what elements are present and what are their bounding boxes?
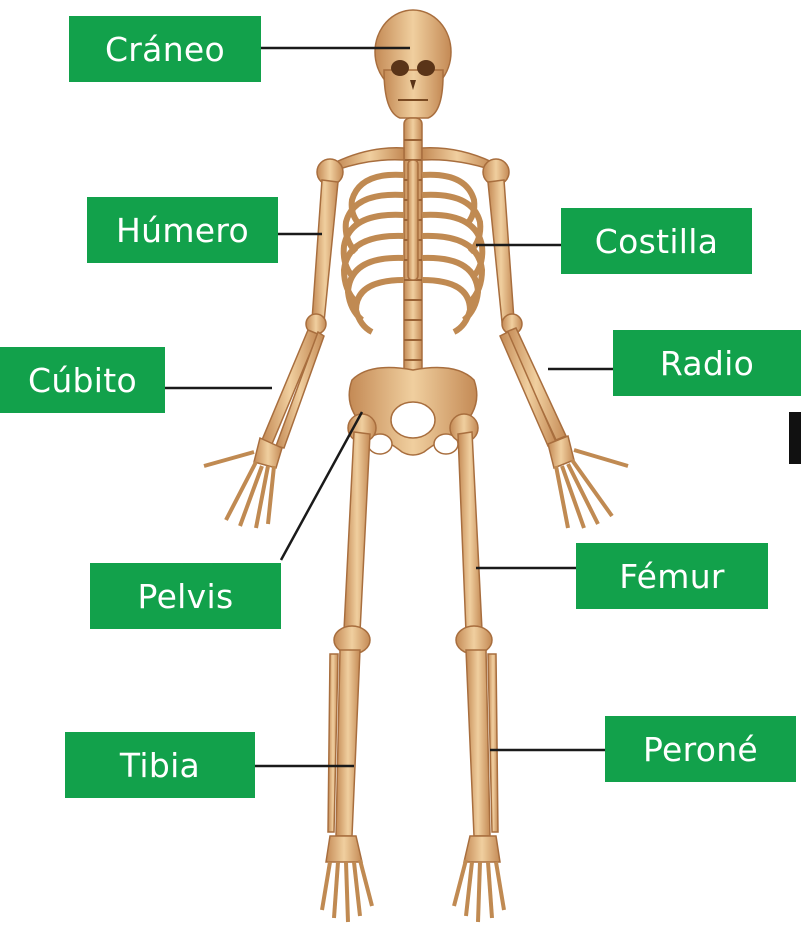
right-leg [450,414,504,922]
clavicle-left [336,148,404,170]
left-leg [322,414,376,922]
label-radio: Radio [613,330,801,396]
skull [375,10,451,118]
left-foot [326,836,362,862]
label-femur: Fémur [576,543,768,609]
cropped-edge-glyph [789,412,801,464]
clavicle-right [422,148,492,170]
sternum [408,160,418,280]
label-perone: Peroné [605,716,796,782]
label-humero: Húmero [87,197,278,263]
label-tibia: Tibia [65,732,255,798]
label-cubito: Cúbito [0,347,165,413]
label-pelvis: Pelvis [90,563,281,629]
label-costilla: Costilla [561,208,752,274]
skeleton-illustration [204,10,628,922]
right-foot [464,836,500,862]
label-craneo: Cráneo [69,16,261,82]
